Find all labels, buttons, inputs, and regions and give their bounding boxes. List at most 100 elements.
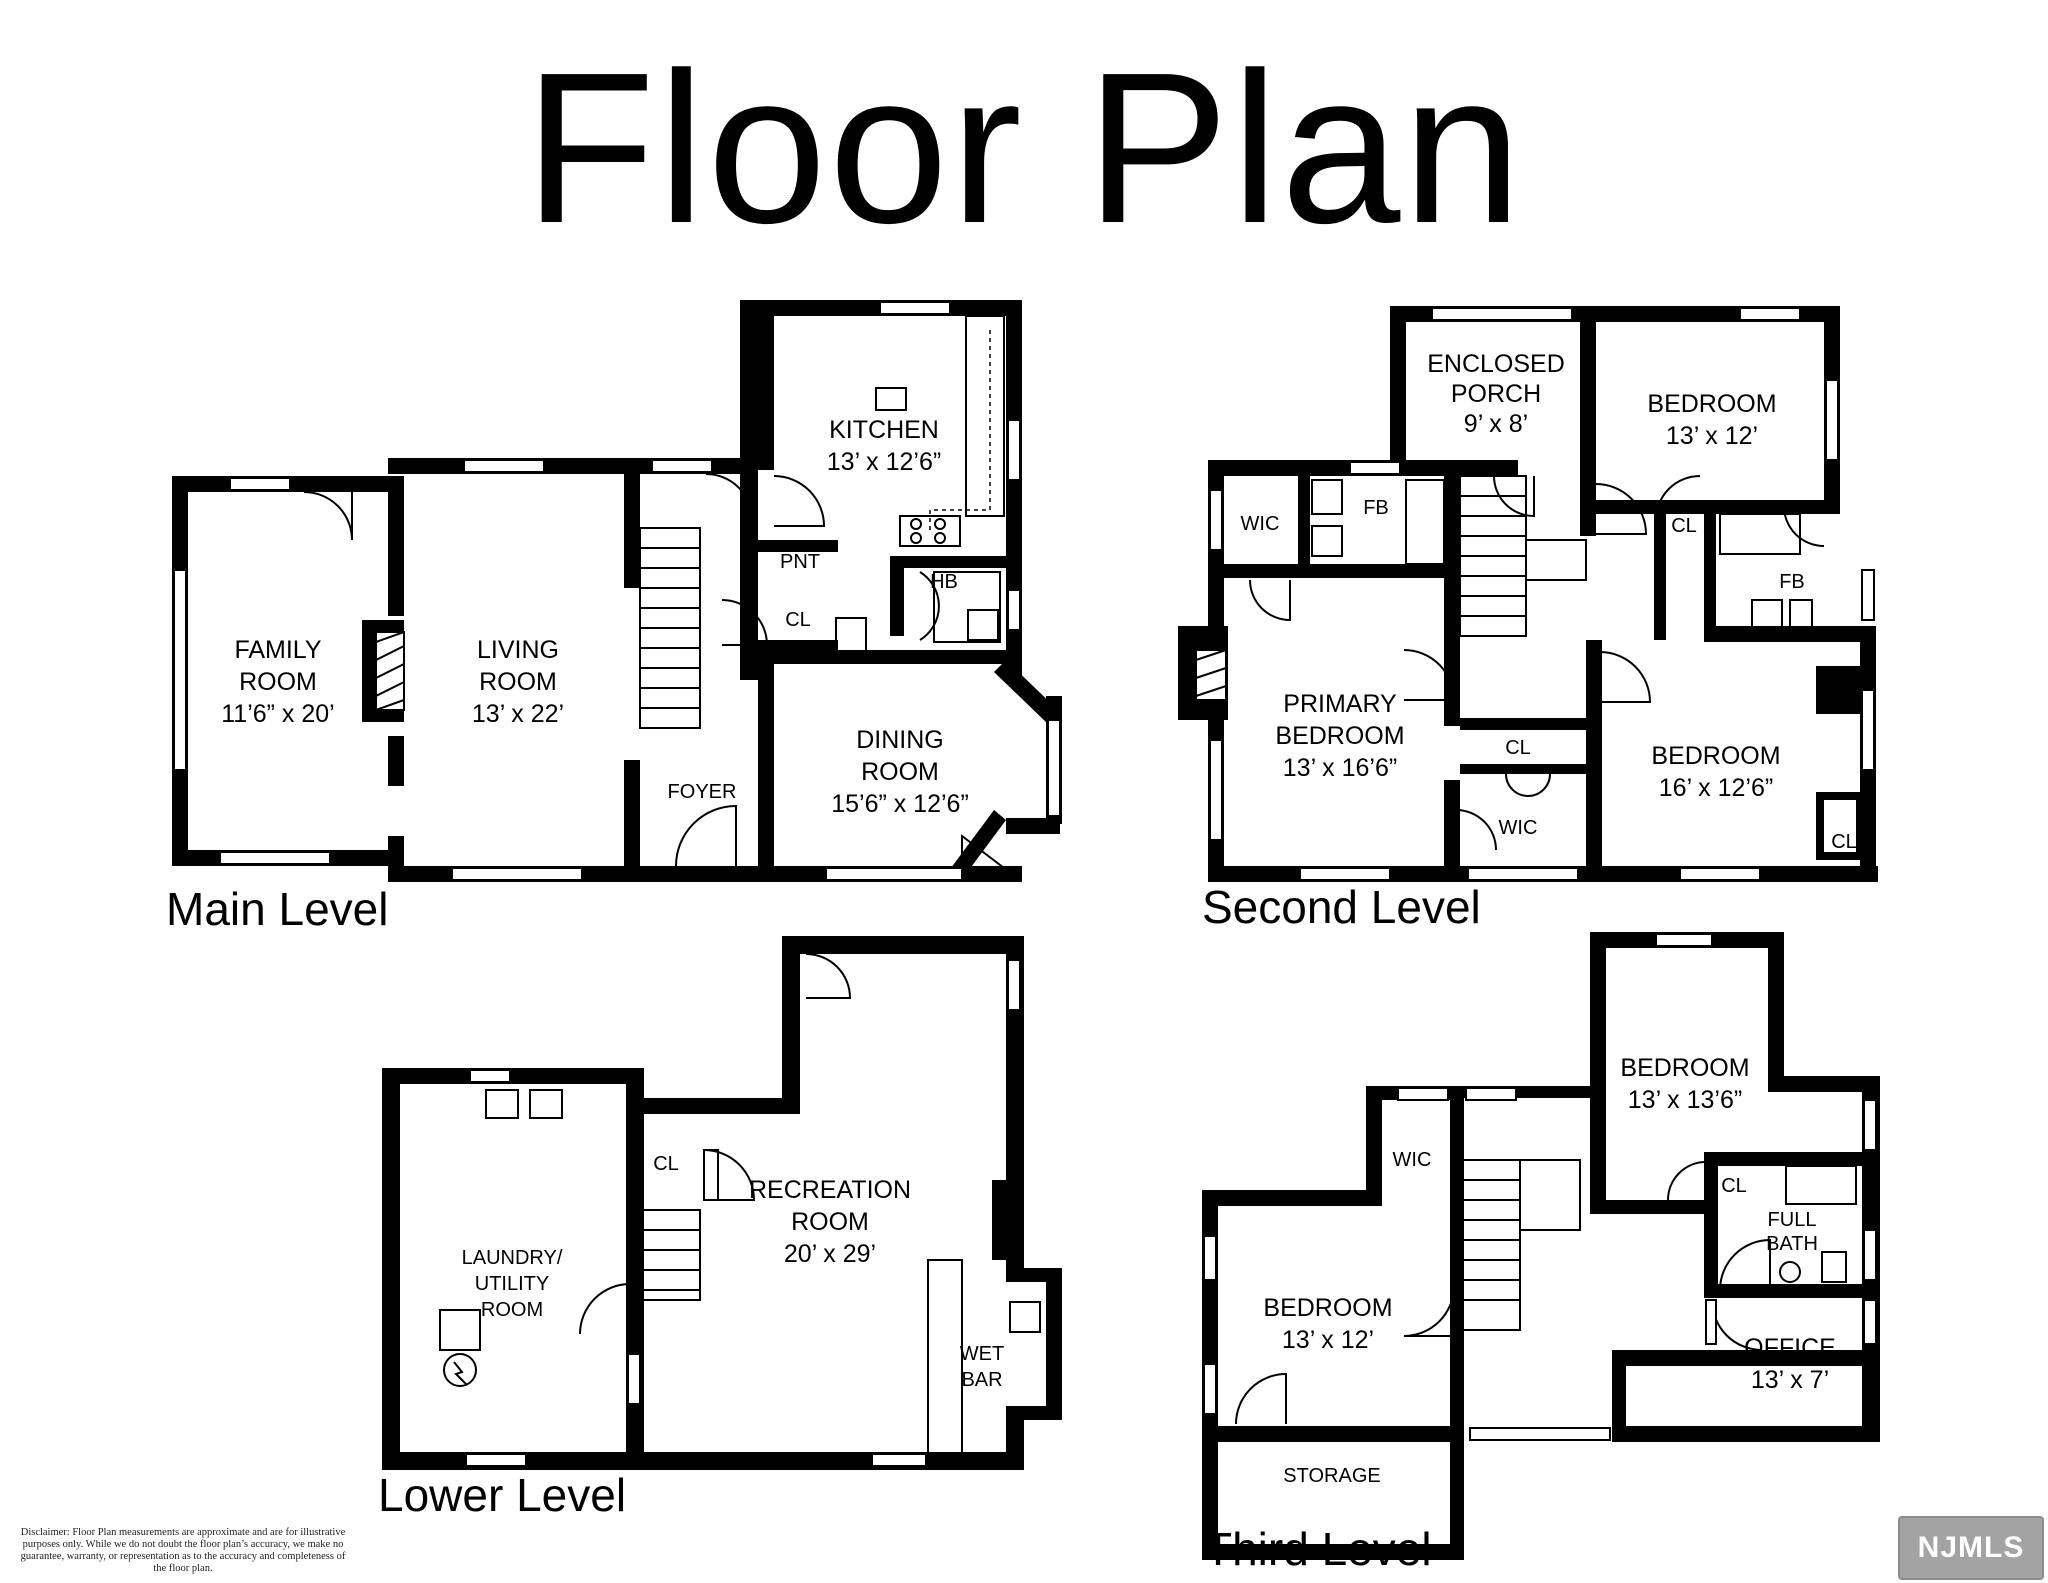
room-label: PRIMARY bbox=[1283, 690, 1397, 718]
svg-text:FB: FB bbox=[1363, 497, 1389, 519]
svg-text:PNT: PNT bbox=[780, 551, 820, 573]
room-label: BATH bbox=[1766, 1233, 1818, 1255]
room-label: BEDROOM bbox=[1647, 390, 1776, 418]
svg-text:PRIMARY: PRIMARY bbox=[1283, 690, 1397, 718]
svg-text:9’ x 8’: 9’ x 8’ bbox=[1464, 410, 1528, 438]
room-label: CL bbox=[1831, 673, 1857, 695]
lower-level-label: Lower Level bbox=[378, 1469, 627, 1521]
room-label: WIC bbox=[1241, 513, 1280, 535]
svg-text:CL: CL bbox=[785, 609, 811, 631]
svg-text:PORCH: PORCH bbox=[1451, 380, 1541, 408]
svg-text:BATH: BATH bbox=[1766, 1233, 1818, 1255]
svg-text:WIC: WIC bbox=[1241, 513, 1280, 535]
room-label: PORCH bbox=[1451, 380, 1541, 408]
room-label: CL bbox=[1831, 831, 1857, 853]
svg-text:FOYER: FOYER bbox=[668, 781, 737, 803]
svg-text:CL: CL bbox=[1721, 1175, 1747, 1197]
room-label: BEDROOM bbox=[1275, 722, 1404, 750]
njmls-logo: NJMLS bbox=[1898, 1516, 2044, 1580]
svg-text:BEDROOM: BEDROOM bbox=[1620, 1054, 1749, 1082]
svg-text:13’ x 12’: 13’ x 12’ bbox=[1666, 422, 1758, 450]
room-label: PNT bbox=[780, 551, 820, 573]
svg-text:13’ x 12’6”: 13’ x 12’6” bbox=[827, 448, 941, 476]
svg-text:16’ x 12’6”: 16’ x 12’6” bbox=[1659, 774, 1773, 802]
svg-text:BAR: BAR bbox=[961, 1369, 1002, 1391]
room-label: ROOM bbox=[861, 758, 939, 786]
main-level-plan bbox=[172, 300, 1062, 882]
svg-text:15’6” x 12’6”: 15’6” x 12’6” bbox=[831, 790, 969, 818]
room-size: 11’6” x 20’ bbox=[221, 700, 335, 728]
svg-text:LIVING: LIVING bbox=[477, 636, 559, 664]
room-label: FOYER bbox=[668, 781, 737, 803]
room-size: 20’ x 29’ bbox=[784, 1240, 876, 1268]
svg-text:13’ x 7’: 13’ x 7’ bbox=[1751, 1366, 1829, 1394]
room-label: ROOM bbox=[481, 1299, 543, 1321]
svg-text:13’ x 22’: 13’ x 22’ bbox=[472, 700, 564, 728]
room-label: UTILITY bbox=[475, 1273, 549, 1295]
room-label: CL bbox=[1671, 515, 1697, 537]
room-label: CL bbox=[785, 609, 811, 631]
svg-text:ROOM: ROOM bbox=[479, 668, 557, 696]
room-label: BEDROOM bbox=[1651, 742, 1780, 770]
room-label: OFFICE bbox=[1744, 1334, 1836, 1362]
svg-text:20’ x 29’: 20’ x 29’ bbox=[784, 1240, 876, 1268]
room-label: WIC bbox=[1393, 1149, 1432, 1171]
svg-text:ROOM: ROOM bbox=[861, 758, 939, 786]
disclaimer-text: Disclaimer: Floor Plan measurements are … bbox=[20, 1527, 346, 1574]
svg-text:WIC: WIC bbox=[1499, 817, 1538, 839]
svg-text:BEDROOM: BEDROOM bbox=[1263, 1294, 1392, 1322]
room-size: 13’ x 12’6” bbox=[827, 448, 941, 476]
room-label: CL bbox=[1721, 1175, 1747, 1197]
room-size: 13’ x 7’ bbox=[1751, 1366, 1829, 1394]
room-label: RECREATION bbox=[749, 1176, 911, 1204]
svg-text:WET: WET bbox=[960, 1343, 1004, 1365]
svg-text:13’ x 13’6”: 13’ x 13’6” bbox=[1628, 1086, 1742, 1114]
room-label: FB bbox=[1363, 497, 1389, 519]
svg-text:11’6” x 20’: 11’6” x 20’ bbox=[221, 700, 335, 728]
room-size: 13’ x 16’6” bbox=[1283, 754, 1397, 782]
svg-text:DINING: DINING bbox=[856, 726, 944, 754]
room-label: WET bbox=[960, 1343, 1004, 1365]
room-label: ROOM bbox=[239, 668, 317, 696]
svg-text:ENCLOSED: ENCLOSED bbox=[1427, 350, 1565, 378]
room-label: STORAGE bbox=[1283, 1465, 1380, 1487]
room-label: DINING bbox=[856, 726, 944, 754]
second-level-plan bbox=[1178, 306, 1878, 882]
room-label: CL bbox=[653, 1153, 679, 1175]
svg-text:CL: CL bbox=[1505, 737, 1531, 759]
svg-text:13’ x 12’: 13’ x 12’ bbox=[1282, 1326, 1374, 1354]
svg-text:CL: CL bbox=[653, 1153, 679, 1175]
page-title: Floor Plan bbox=[524, 27, 1524, 268]
svg-text:CL: CL bbox=[1831, 673, 1857, 695]
room-label: WIC bbox=[1499, 817, 1538, 839]
room-size: 9’ x 8’ bbox=[1464, 410, 1528, 438]
second-level-label: Second Level bbox=[1202, 881, 1481, 933]
svg-text:13’ x 16’6”: 13’ x 16’6” bbox=[1283, 754, 1397, 782]
svg-text:FAMILY: FAMILY bbox=[234, 636, 321, 664]
third-level-plan bbox=[1202, 932, 1880, 1560]
room-label: KITCHEN bbox=[829, 416, 939, 444]
svg-text:LAUNDRY/: LAUNDRY/ bbox=[462, 1247, 563, 1269]
svg-text:KITCHEN: KITCHEN bbox=[829, 416, 939, 444]
room-label: BEDROOM bbox=[1620, 1054, 1749, 1082]
svg-text:WIC: WIC bbox=[1393, 1149, 1432, 1171]
room-label: BAR bbox=[961, 1369, 1002, 1391]
room-label: BEDROOM bbox=[1263, 1294, 1392, 1322]
svg-text:CL: CL bbox=[1831, 831, 1857, 853]
svg-text:BEDROOM: BEDROOM bbox=[1275, 722, 1404, 750]
room-size: 13’ x 12’ bbox=[1666, 422, 1758, 450]
room-label: HB bbox=[930, 571, 958, 593]
svg-text:BEDROOM: BEDROOM bbox=[1647, 390, 1776, 418]
room-size: 16’ x 12’6” bbox=[1659, 774, 1773, 802]
svg-text:CL: CL bbox=[1671, 515, 1697, 537]
svg-text:UTILITY: UTILITY bbox=[475, 1273, 549, 1295]
lower-level-plan bbox=[382, 936, 1062, 1470]
svg-text:HB: HB bbox=[930, 571, 958, 593]
room-label: ENCLOSED bbox=[1427, 350, 1565, 378]
svg-text:STORAGE: STORAGE bbox=[1283, 1465, 1380, 1487]
room-label: CL bbox=[1505, 737, 1531, 759]
svg-text:ROOM: ROOM bbox=[481, 1299, 543, 1321]
svg-text:FB: FB bbox=[1779, 571, 1805, 593]
room-size: 13’ x 22’ bbox=[472, 700, 564, 728]
room-size: 13’ x 12’ bbox=[1282, 1326, 1374, 1354]
